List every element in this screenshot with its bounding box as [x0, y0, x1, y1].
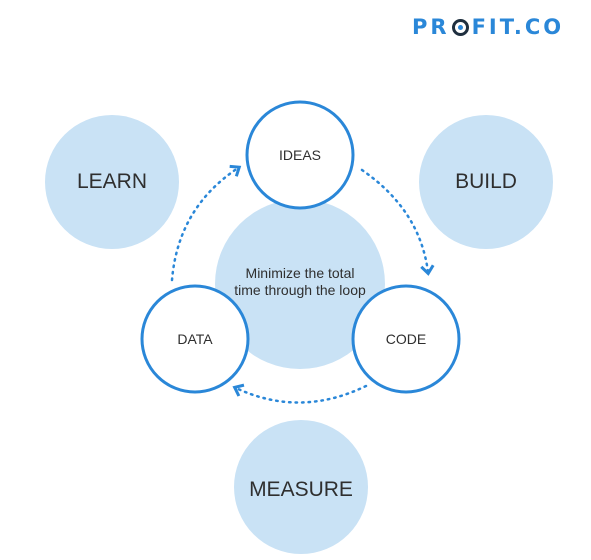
arrow-code-to-data: [232, 383, 368, 404]
profit-co-logo: PR FIT.CO: [412, 12, 564, 42]
learn-circle: [45, 115, 179, 249]
arrow-ideas-to-code: [360, 168, 435, 276]
learn-label: LEARN: [76, 170, 148, 193]
data-label: DATA: [177, 331, 213, 347]
measure-label: MEASURE: [249, 478, 353, 501]
code-ring: [351, 284, 461, 394]
center-circle: [215, 199, 385, 369]
logo-text-start: PR: [412, 15, 450, 39]
arrow-data-to-ideas: [170, 164, 242, 282]
ideas-ring: [245, 100, 355, 210]
code-label: CODE: [385, 331, 427, 347]
center-caption: Minimize the total time through the loop: [234, 265, 366, 298]
ideas-label: IDEAS: [278, 147, 321, 163]
logo-text-end: FIT.CO: [471, 15, 565, 39]
build-label: BUILD: [455, 170, 517, 193]
measure-circle: [234, 420, 368, 554]
build-circle: [419, 115, 553, 249]
logo-target-icon: [451, 18, 469, 36]
data-ring: [140, 284, 250, 394]
